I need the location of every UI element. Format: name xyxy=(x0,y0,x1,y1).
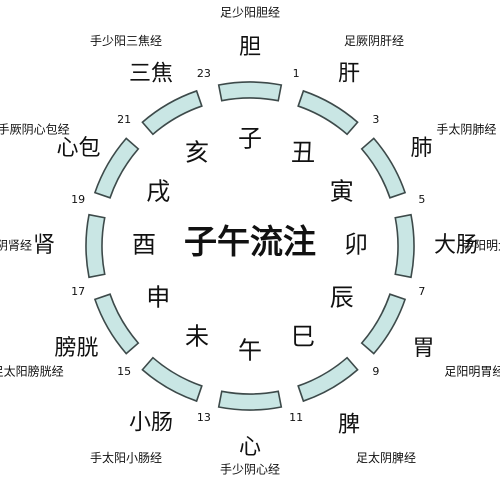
hour-segment-8 xyxy=(93,293,140,355)
organ-name: 肾 xyxy=(33,233,55,258)
hour-number: 9 xyxy=(372,365,379,378)
organ-name: 脾 xyxy=(338,413,360,438)
earthly-branch: 辰 xyxy=(330,284,354,312)
meridian-name: 足阳明胃经 xyxy=(444,365,500,379)
earthly-branch: 巳 xyxy=(291,322,315,350)
organ-name: 三焦 xyxy=(129,62,173,87)
meridian-name: 足少阳胆经 xyxy=(220,6,280,20)
earthly-branch: 丑 xyxy=(291,139,315,167)
organ-name: 胆 xyxy=(239,35,261,60)
hour-segment-6 xyxy=(217,390,283,411)
earthly-branch: 亥 xyxy=(185,139,209,167)
hour-number: 21 xyxy=(117,113,131,126)
hour-segment-0 xyxy=(217,81,283,102)
hour-segment-5 xyxy=(297,356,359,403)
hour-segment-11 xyxy=(141,89,203,136)
hour-number: 13 xyxy=(197,411,211,424)
organ-name: 胃 xyxy=(412,336,434,361)
meridian-name: 足太阴脾经 xyxy=(356,450,416,465)
organ-name: 心 xyxy=(239,435,261,460)
hour-ring xyxy=(85,81,415,411)
hour-number: 7 xyxy=(418,285,425,298)
hour-segment-7 xyxy=(141,356,203,403)
hour-segment-10 xyxy=(93,137,140,199)
hour-segment-1 xyxy=(297,89,359,136)
meridian-name: 手少阴心经 xyxy=(220,463,280,477)
hour-number: 17 xyxy=(71,285,85,298)
organ-name: 肺 xyxy=(410,136,432,161)
earthly-branch: 卯 xyxy=(344,231,368,259)
meridian-name: 手太阴肺经 xyxy=(436,122,496,137)
meridian-name: 足厥阴肝经 xyxy=(344,34,404,48)
hour-number: 15 xyxy=(117,365,131,378)
meridian-name: 足少阴肾经 xyxy=(0,239,32,253)
earthly-branch: 酉 xyxy=(132,231,156,259)
earthly-branch: 戌 xyxy=(146,178,170,206)
hour-number: 1 xyxy=(293,67,300,80)
earthly-branch: 未 xyxy=(185,322,209,350)
hour-number: 3 xyxy=(372,113,379,126)
hour-number: 23 xyxy=(197,67,211,80)
meridian-name: 足太阳膀胱经 xyxy=(0,364,64,379)
hour-number: 11 xyxy=(289,411,303,424)
hour-segment-4 xyxy=(360,293,407,355)
hour-segment-2 xyxy=(360,137,407,199)
organ-name: 大肠 xyxy=(434,233,478,258)
organ-name: 心包 xyxy=(56,136,100,161)
hour-number: 5 xyxy=(418,193,425,206)
hour-number: 19 xyxy=(71,193,85,206)
earthly-branch: 午 xyxy=(238,337,262,365)
organ-name: 膀胱 xyxy=(54,336,98,361)
hour-segment-9 xyxy=(85,213,106,279)
organ-name: 小肠 xyxy=(129,411,173,436)
organ-name: 肝 xyxy=(338,62,360,87)
meridian-name: 手阳明大肠经 xyxy=(462,239,500,253)
earthly-branch: 申 xyxy=(146,284,170,312)
meridian-name: 手太阳小肠经 xyxy=(90,450,162,465)
earthly-branch: 子 xyxy=(238,125,262,153)
earthly-branch: 寅 xyxy=(330,178,354,206)
center-title: 子午流注 xyxy=(184,222,316,261)
meridian-name: 手厥阴心包经 xyxy=(0,123,70,137)
hour-segment-3 xyxy=(394,213,415,279)
meridian-name: 手少阳三焦经 xyxy=(90,34,162,48)
